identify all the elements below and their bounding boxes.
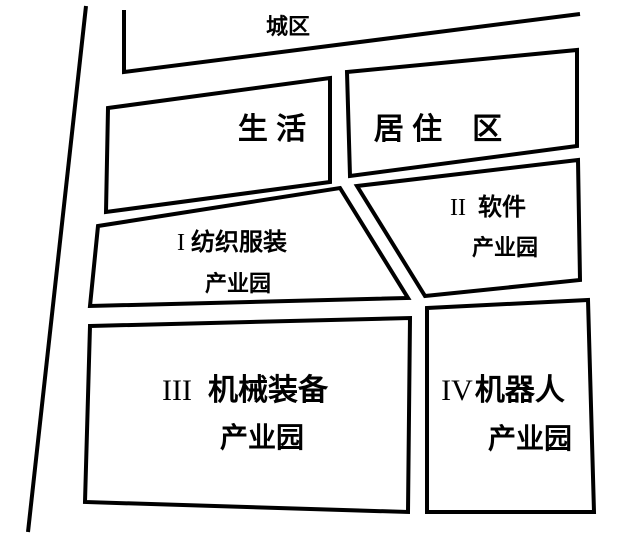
park-machinery-equipment-title: III 机械装备 — [162, 373, 329, 407]
park-software-numeral: II — [450, 195, 466, 221]
park-machinery-equipment-suffix: 产业园 — [220, 422, 304, 453]
park-textile-apparel — [87, 185, 412, 309]
park-robotics-numeral: IV — [441, 374, 473, 407]
residential-zone-right-label: 居 住 区 — [374, 113, 502, 146]
park-robotics — [425, 297, 597, 514]
park-machinery-equipment-numeral: III — [162, 374, 192, 407]
park-machinery-equipment-name: 机械装备 — [208, 373, 329, 407]
western-boundary-road — [26, 5, 88, 533]
park-textile-apparel-name: 纺织服装 — [191, 228, 287, 256]
park-robotics-suffix: 产业园 — [488, 423, 572, 454]
park-robotics-name: 机器人 — [475, 374, 565, 407]
park-software — [353, 157, 583, 299]
park-textile-apparel-suffix: 产业园 — [205, 271, 271, 296]
park-software-suffix: 产业园 — [472, 235, 538, 260]
park-software-name: 软件 — [478, 193, 526, 221]
city-district-boundary — [122, 10, 581, 75]
park-machinery-equipment — [82, 315, 413, 515]
residential-zone-left-label: 生 活 — [238, 113, 306, 146]
city-district-label: 城区 — [266, 14, 310, 39]
park-textile-apparel-numeral: I — [177, 230, 185, 256]
residential-zone-left — [103, 75, 332, 215]
park-robotics-title: IV机器人 — [441, 374, 565, 407]
residential-zone-right — [344, 47, 579, 179]
park-software-title: II 软件 — [450, 193, 526, 221]
